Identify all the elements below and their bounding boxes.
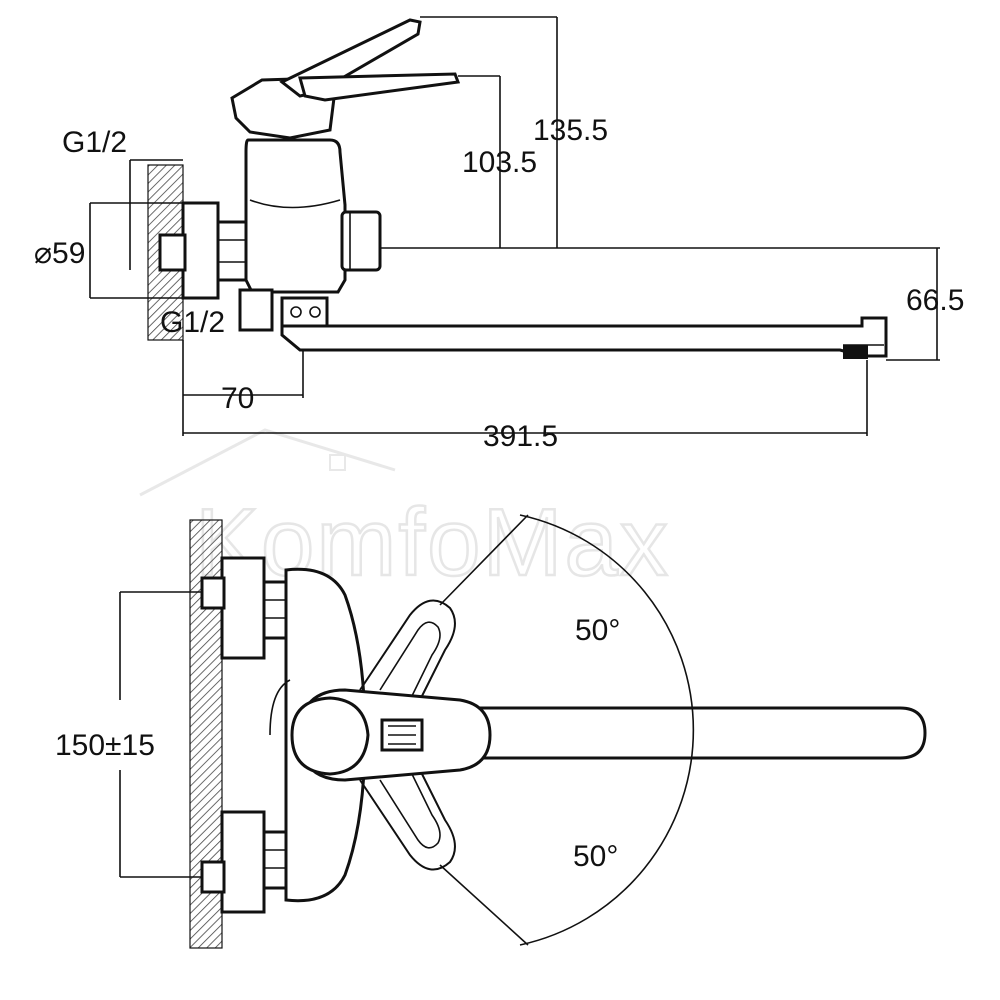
top-spout — [468, 706, 927, 760]
label-spout-drop: 66.5 — [906, 284, 964, 317]
lever-grip — [298, 72, 461, 102]
lower-flange — [220, 810, 266, 914]
label-angle-lower: 50° — [573, 840, 618, 873]
label-wall-offset: 70 — [221, 382, 254, 415]
label-center-distance: 150±15 — [55, 729, 155, 762]
label-angle-upper: 50° — [575, 614, 620, 647]
flange-plate — [181, 201, 220, 300]
eccentric-nut — [216, 220, 248, 282]
label-thread-top: G1/2 — [62, 126, 127, 159]
handle-upper-position — [359, 599, 456, 701]
side-view: G1/2 ⌀59 G1/2 135.5 103.5 66.5 70 391.5 — [34, 16, 964, 453]
upper-nut-right — [262, 580, 288, 640]
lower-nut-right — [262, 830, 288, 890]
top-view: 50° 50° 150±15 — [55, 514, 927, 949]
spout — [280, 316, 888, 358]
label-flange-diameter: ⌀59 — [34, 237, 85, 270]
angle-arc — [519, 514, 695, 946]
diverter-knob — [340, 210, 382, 272]
handle-lower-position — [359, 769, 456, 871]
handle-knob — [290, 696, 370, 776]
mixer-body — [244, 138, 347, 294]
upper-nut-left — [200, 576, 226, 610]
inlet-stub — [158, 233, 187, 272]
bottom-connector — [238, 288, 274, 332]
label-height-body: 103.5 — [462, 146, 537, 179]
lower-nut-left — [200, 860, 226, 894]
spout-aerator — [843, 345, 868, 359]
label-thread-bottom: G1/2 — [160, 306, 225, 339]
upper-flange — [220, 556, 266, 660]
label-height-total: 135.5 — [533, 114, 608, 147]
label-spout-length: 391.5 — [483, 420, 558, 453]
watermark-text: KomfoMax — [195, 489, 670, 596]
